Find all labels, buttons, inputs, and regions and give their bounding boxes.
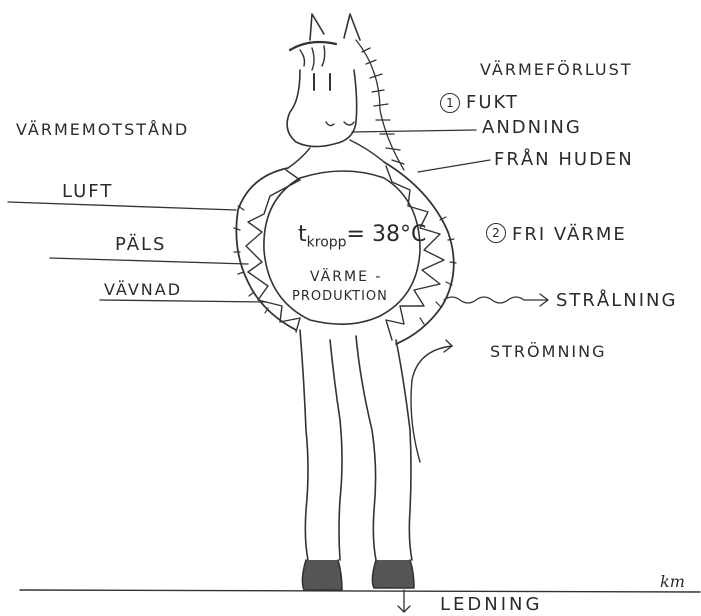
forelock — [300, 46, 325, 70]
temp-subscript: kropp — [307, 234, 347, 250]
heat-resistance-title: VÄRMEMOTSTÅND — [16, 122, 189, 138]
convection-flow — [411, 346, 452, 462]
body-temperature: tkropp= 38°C — [298, 224, 426, 249]
front-leg-right — [396, 340, 412, 560]
number-two-badge: 2 — [486, 223, 506, 243]
front-leg-left — [300, 330, 308, 560]
breathing-label: ANDNING — [482, 119, 582, 137]
air-label: LUFT — [62, 183, 113, 201]
heat-production-line1: VÄRME - — [310, 270, 382, 284]
temp-symbol: t — [298, 222, 307, 247]
conduction-arrow — [398, 590, 410, 612]
hoof-right — [372, 560, 414, 588]
front-leg-right-inner — [356, 336, 376, 560]
ground-line — [20, 590, 700, 592]
skin-leader — [418, 160, 490, 172]
convection-label: STRÖMNING — [490, 344, 607, 360]
coat-label: PÄLS — [115, 236, 166, 254]
hoof-left — [302, 560, 342, 590]
coat-leader — [50, 258, 248, 264]
left-ear — [310, 14, 324, 40]
right-ear — [344, 14, 360, 40]
heat-loss-title: VÄRMEFÖRLUST — [480, 62, 633, 78]
artist-signature: km — [660, 574, 685, 590]
tissue-leader — [100, 300, 266, 302]
free-heat-label: FRI VÄRME — [512, 226, 627, 244]
radiation-label: STRÅLNING — [556, 292, 677, 310]
nostril-right — [344, 122, 354, 125]
conduction-label: LEDNING — [440, 596, 542, 614]
air-leader — [8, 202, 236, 210]
body-outline — [236, 162, 453, 344]
radiation-wave — [444, 297, 548, 303]
number-one-badge: 1 — [440, 93, 460, 113]
mane — [356, 40, 404, 170]
nostril-left — [326, 122, 334, 126]
moisture-label: FUKT — [466, 94, 519, 112]
heat-production-line2: PRODUKTION — [292, 290, 388, 303]
horse-head — [287, 70, 357, 147]
breathing-leader — [352, 130, 476, 132]
front-leg-left-inner — [330, 340, 342, 560]
tissue-label: VÄVNAD — [104, 282, 182, 298]
from-skin-label: FRÅN HUDEN — [494, 151, 634, 169]
temp-value: = 38°C — [347, 222, 427, 247]
